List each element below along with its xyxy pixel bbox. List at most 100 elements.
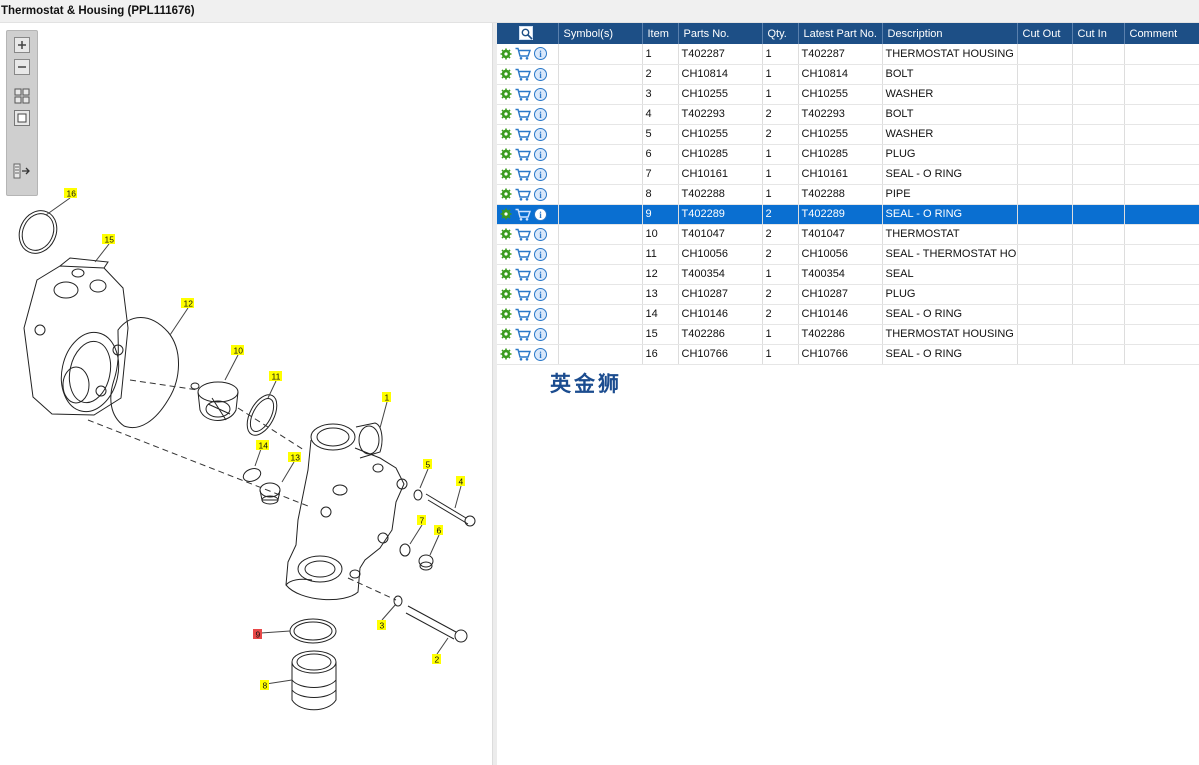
zoom-in-button[interactable] [11, 35, 33, 55]
info-icon[interactable]: i [534, 287, 547, 301]
cart-icon[interactable] [515, 248, 531, 261]
info-icon[interactable]: i [534, 127, 547, 141]
gear-icon[interactable] [500, 248, 512, 260]
cart-icon[interactable] [515, 128, 531, 141]
callout-7[interactable]: 7 [417, 515, 426, 526]
svg-text:2: 2 [435, 655, 440, 665]
actual-size-button[interactable] [11, 108, 33, 128]
info-icon[interactable]: i [534, 47, 547, 61]
callout-1[interactable]: 1 [382, 392, 391, 403]
qty-cell: 2 [762, 244, 799, 265]
column-header-description[interactable]: Description [882, 23, 1018, 44]
callout-9[interactable]: 9 [253, 629, 262, 640]
callout-15[interactable]: 15 [102, 234, 115, 245]
callout-3[interactable]: 3 [377, 620, 386, 631]
info-icon[interactable]: i [534, 227, 547, 241]
cart-icon[interactable] [515, 268, 531, 281]
export-list-button[interactable] [11, 161, 33, 181]
info-icon[interactable]: i [534, 167, 547, 181]
callout-4[interactable]: 4 [456, 476, 465, 487]
pane-splitter[interactable] [492, 23, 497, 765]
gear-icon[interactable] [500, 188, 512, 200]
cart-icon[interactable] [515, 108, 531, 121]
info-icon[interactable]: i [534, 327, 547, 341]
gear-icon[interactable] [500, 348, 512, 360]
cart-icon[interactable] [515, 328, 531, 341]
cart-icon[interactable] [515, 168, 531, 181]
zoom-out-button[interactable] [11, 57, 33, 77]
cart-icon[interactable] [515, 208, 531, 221]
callout-16[interactable]: 16 [64, 188, 77, 199]
cart-icon[interactable] [515, 348, 531, 361]
gear-icon[interactable] [500, 88, 512, 100]
info-icon[interactable]: i [534, 87, 547, 101]
info-icon[interactable]: i [534, 247, 547, 261]
cart-icon[interactable] [515, 148, 531, 161]
column-header-comment[interactable]: Comment [1124, 23, 1199, 44]
gear-icon[interactable] [500, 48, 512, 60]
gear-icon[interactable] [500, 328, 512, 340]
fit-view-button[interactable] [11, 86, 33, 106]
cart-icon[interactable] [515, 288, 531, 301]
column-header-parts-no[interactable]: Parts No. [678, 23, 763, 44]
gear-icon[interactable] [500, 228, 512, 240]
callout-13[interactable]: 13 [288, 452, 301, 463]
cart-icon[interactable] [515, 47, 531, 60]
info-icon[interactable]: i [534, 67, 547, 81]
callout-8[interactable]: 8 [260, 680, 269, 691]
gear-icon[interactable] [500, 288, 512, 300]
exploded-parts-diagram[interactable]: 16 15 12 10 11 1 14 13 5 4 7 6 3 9 2 8 [0, 23, 492, 765]
column-header-cut-in[interactable]: Cut In [1072, 23, 1125, 44]
info-icon[interactable]: i [534, 347, 547, 361]
column-header-latest-part-no[interactable]: Latest Part No. [798, 23, 883, 44]
info-icon[interactable]: i [534, 187, 547, 201]
info-icon[interactable]: i [534, 307, 547, 321]
gear-icon[interactable] [500, 268, 512, 280]
gear-icon[interactable] [500, 308, 512, 320]
column-header-symbols[interactable]: Symbol(s) [558, 23, 643, 44]
callout-11[interactable]: 11 [269, 371, 282, 382]
gear-icon[interactable] [500, 128, 512, 140]
gear-icon[interactable] [500, 208, 512, 220]
cart-icon[interactable] [515, 68, 531, 81]
gear-icon[interactable] [500, 68, 512, 80]
callout-2[interactable]: 2 [432, 654, 441, 665]
column-header-tools[interactable] [497, 23, 559, 44]
cart-icon[interactable] [515, 308, 531, 321]
callout-14[interactable]: 14 [256, 440, 269, 451]
info-icon[interactable]: i [534, 107, 547, 121]
info-icon[interactable]: i [534, 147, 547, 161]
gear-icon[interactable] [500, 168, 512, 180]
callout-10[interactable]: 10 [231, 345, 244, 356]
cart-icon[interactable] [515, 88, 531, 101]
info-icon[interactable]: i [534, 207, 547, 221]
column-header-cut-out[interactable]: Cut Out [1017, 23, 1073, 44]
gear-icon[interactable] [500, 148, 512, 160]
info-icon[interactable]: i [534, 267, 547, 281]
gear-icon[interactable] [500, 108, 512, 120]
callout-5[interactable]: 5 [423, 459, 432, 470]
cart-icon[interactable] [515, 228, 531, 241]
callout-12[interactable]: 12 [181, 298, 194, 309]
column-header-item[interactable]: Item [642, 23, 679, 44]
column-header-qty[interactable]: Qty. [762, 23, 799, 44]
cart-icon[interactable] [515, 188, 531, 201]
diagram-pane[interactable]: 16 15 12 10 11 1 14 13 5 4 7 6 3 9 2 8 [0, 23, 492, 765]
callout-6[interactable]: 6 [434, 525, 443, 536]
